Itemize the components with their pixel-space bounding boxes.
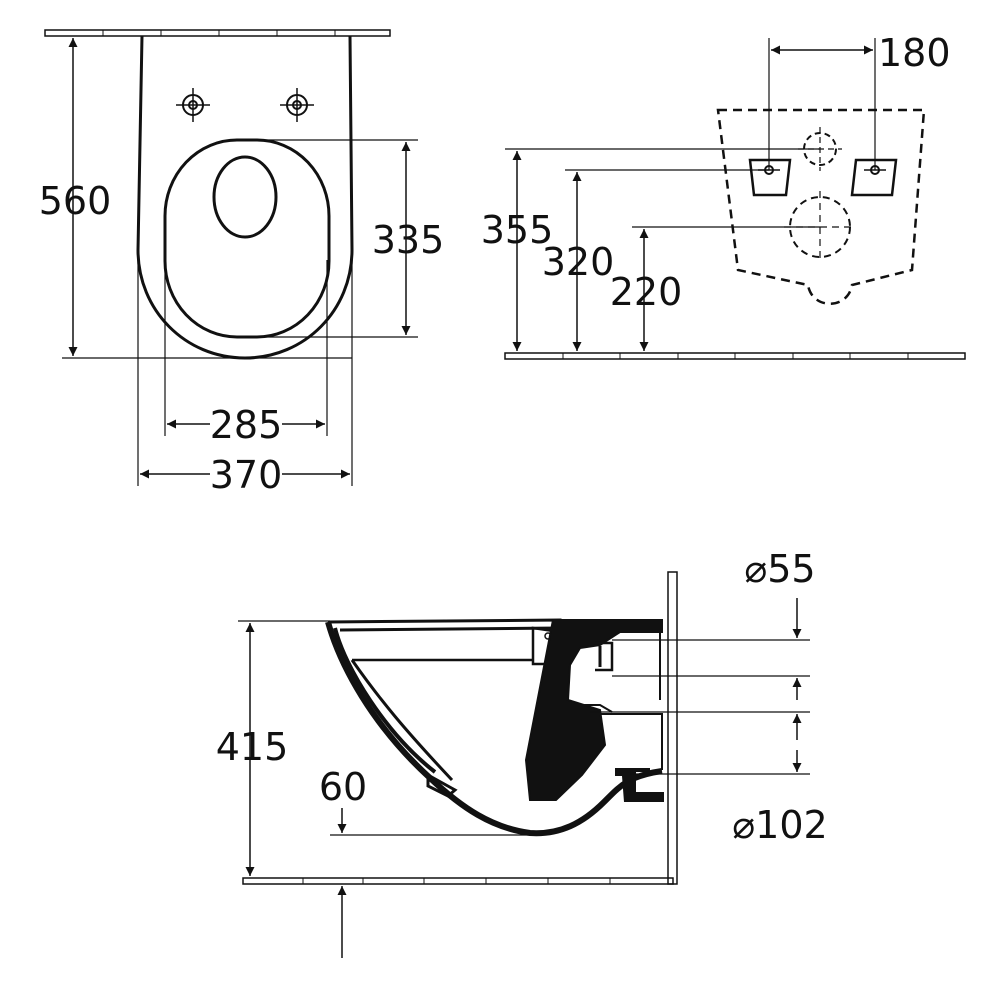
dimension-fixing-distance: 180	[768, 31, 951, 170]
fixing-hole-icon	[280, 88, 314, 122]
fixing-hole-icon	[176, 88, 210, 122]
toilet-section	[325, 618, 664, 837]
top-view-wall	[44, 29, 391, 37]
dimension-label: ⌀102	[732, 803, 827, 847]
dimension-height: 415	[216, 620, 330, 876]
seat-outline	[163, 138, 331, 339]
side-view-floor	[242, 877, 674, 885]
dimension-label: 560	[39, 179, 112, 223]
top-view: 560 335 285 370	[39, 29, 445, 497]
dimension-floor-clearance: 60	[319, 765, 530, 958]
dimension-length: 560	[39, 38, 352, 359]
dimension-seat-opening-length: 335	[245, 139, 445, 338]
dimension-overall-width: 370	[137, 260, 353, 497]
dimension-label: 220	[610, 270, 683, 314]
dimension-label: 355	[481, 208, 554, 252]
dimension-label: 320	[542, 240, 615, 284]
fixing-bracket-icon	[748, 158, 792, 197]
outlet-spigot	[615, 768, 664, 802]
dimension-label: 415	[216, 725, 289, 769]
dimension-seat-width: 285	[164, 260, 328, 447]
dimension-label: 335	[372, 218, 445, 262]
dimension-height-outlet: 220	[610, 226, 820, 351]
dimension-label: ⌀55	[744, 547, 815, 591]
fixing-bracket-icon	[850, 158, 898, 197]
dimension-label: 285	[210, 403, 283, 447]
dimension-inlet-diameter: ⌀55	[612, 547, 816, 700]
solid-section	[524, 619, 663, 801]
rear-view: 180 355 320 220	[481, 31, 966, 360]
side-view: ⌀55 ⌀102 415 60	[216, 547, 828, 958]
pan-outline-rear	[716, 108, 926, 305]
pan-outline-top	[136, 35, 354, 360]
dimension-label: 370	[210, 453, 283, 497]
rear-view-floor	[504, 352, 966, 360]
seat-opening	[212, 155, 278, 239]
dimension-height-fixings: 320	[542, 169, 769, 351]
side-view-wall	[667, 571, 678, 885]
dimension-label: 60	[319, 765, 367, 809]
dimension-height-total: 355	[481, 148, 820, 351]
dimension-label: 180	[878, 31, 951, 75]
dimension-outlet-diameter: ⌀102	[590, 711, 828, 847]
